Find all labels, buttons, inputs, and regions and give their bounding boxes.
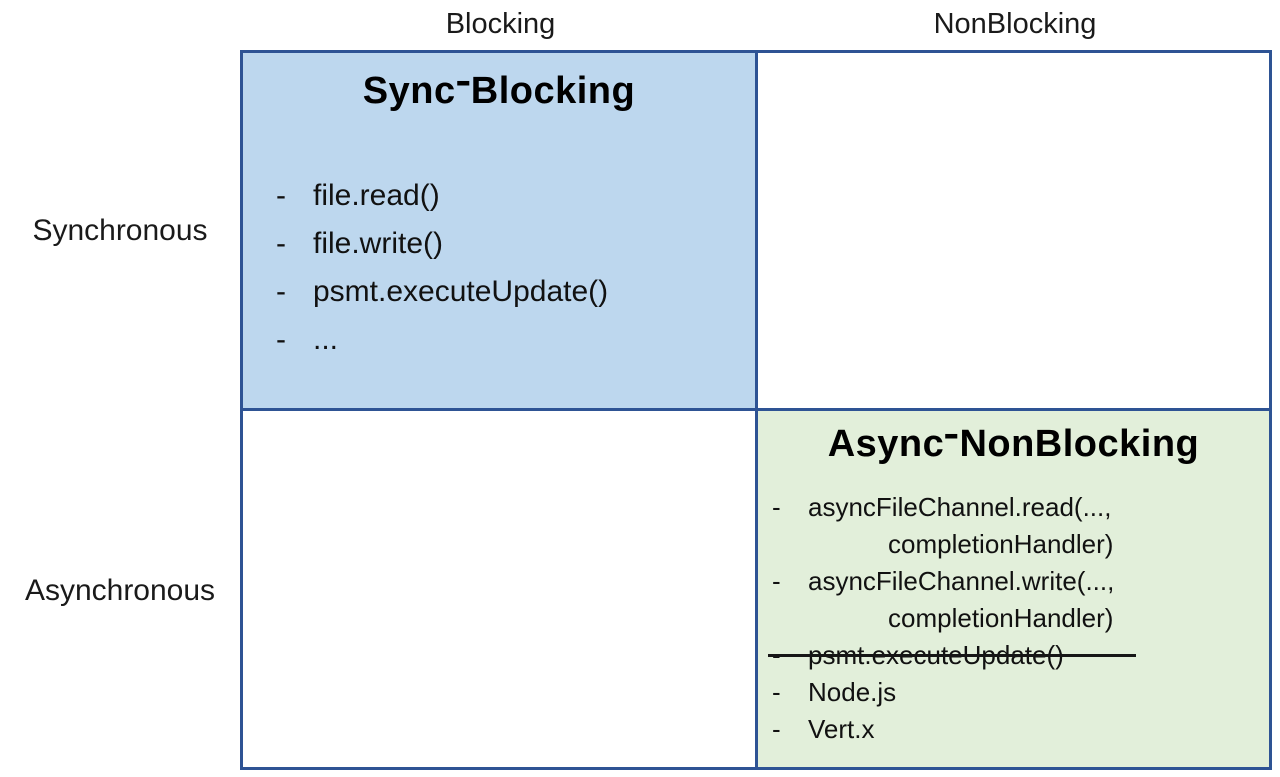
cell-sync-nonblocking-empty (758, 53, 1269, 411)
row-header-synchronous: Synchronous (0, 50, 240, 411)
bullet-dash: - (772, 677, 781, 707)
cell-async-nonblocking-title: Async-NonBlocking (758, 413, 1269, 467)
list-item-strikethrough: -psmt.executeUpdate() (768, 637, 1269, 674)
list-item-text: file.write() (313, 227, 444, 260)
list-item-text: psmt.executeUpdate() (808, 640, 1064, 670)
column-header-blocking: Blocking (445, 8, 556, 40)
list-item-text: psmt.executeUpdate() (313, 275, 609, 308)
list-item-text: asyncFileChannel.read(..., (808, 492, 1112, 522)
list-item-text: completionHandler) (888, 603, 1114, 633)
title-text: Async (827, 423, 945, 465)
row-header-asynchronous: Asynchronous (0, 411, 240, 770)
title-text: NonBlocking (959, 423, 1200, 465)
cell-async-nonblocking: Async-NonBlocking -asyncFileChannel.read… (758, 411, 1269, 767)
list-item: -file.read() (276, 172, 755, 220)
bullet-dash: - (276, 179, 286, 212)
list-item: -file.write() (276, 220, 755, 268)
bullet-dash: - (772, 640, 781, 670)
list-item-text: Node.js (808, 677, 897, 707)
list-item: -Node.js (772, 674, 1269, 711)
column-header-nonblocking: NonBlocking (933, 8, 1097, 40)
row-header-asynchronous-label: Asynchronous (24, 573, 216, 607)
io-model-matrix: Sync-Blocking -file.read() -file.write()… (240, 50, 1272, 770)
bullet-dash: - (772, 566, 781, 596)
title-dash: - (943, 413, 961, 456)
bullet-dash: - (772, 492, 781, 522)
list-item: -asyncFileChannel.read(..., (772, 489, 1269, 526)
list-item: -... (276, 316, 755, 364)
list-item-text: Vert.x (808, 714, 875, 744)
row-header-synchronous-label: Synchronous (32, 213, 208, 247)
list-item-text: asyncFileChannel.write(..., (808, 566, 1115, 596)
list-item-text: completionHandler) (888, 529, 1114, 559)
list-item-text: file.read() (313, 179, 440, 212)
list-item: -asyncFileChannel.write(..., (772, 563, 1269, 600)
list-item-continuation: completionHandler) (772, 526, 1269, 563)
list-item: -psmt.executeUpdate() (276, 268, 755, 316)
list-item-text: ... (313, 323, 339, 356)
async-nonblocking-list: -asyncFileChannel.read(..., completionHa… (758, 489, 1269, 748)
list-item-continuation: completionHandler) (772, 600, 1269, 637)
title-text: Sync (362, 70, 456, 112)
bullet-dash: - (276, 323, 286, 356)
bullet-dash: - (772, 714, 781, 744)
sync-blocking-list: -file.read() -file.write() -psmt.execute… (243, 172, 755, 364)
cell-async-blocking-empty (243, 411, 758, 767)
cell-sync-blocking-title: Sync-Blocking (243, 60, 755, 114)
title-dash: - (454, 60, 472, 103)
title-text: Blocking (470, 70, 636, 112)
list-item: -Vert.x (772, 711, 1269, 748)
bullet-dash: - (276, 275, 286, 308)
cell-sync-blocking: Sync-Blocking -file.read() -file.write()… (243, 53, 758, 411)
bullet-dash: - (276, 227, 286, 260)
